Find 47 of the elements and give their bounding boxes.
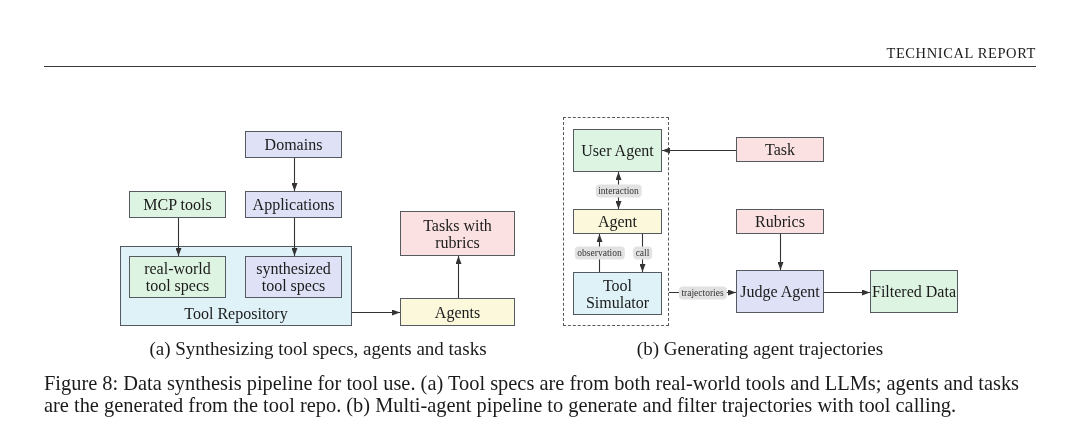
process-box [573, 209, 662, 234]
node-label: Rubrics [755, 213, 805, 230]
node-label: Judge Agent [740, 283, 820, 300]
group-label: Tool Repository [184, 305, 288, 322]
process-box [129, 191, 226, 218]
node-label: Tasks with rubrics [422, 216, 493, 251]
node-label: MCP tools [143, 196, 212, 213]
arrow [455, 255, 462, 299]
arrow [777, 233, 784, 271]
process-box [245, 191, 342, 218]
process-box [736, 270, 824, 313]
figure-caption: Figure 8: Data synthesis pipeline for tool use. (a) Tool specs are from both real-world tools and LLMs; agents and tasks are the generated from the tool repo. (b) Multi-agent pipeline to generate and filter trajectories with tool calling. [44, 372, 1021, 416]
arrow [661, 147, 737, 154]
running-header: TECHNICAL REPORT [886, 45, 1036, 62]
process-box [736, 137, 824, 162]
edge-label: interaction [595, 184, 642, 197]
arrow [351, 309, 401, 316]
edge-label: observation [574, 246, 625, 260]
node-label: User Agent [581, 142, 654, 159]
process-box [245, 131, 342, 158]
process-box [870, 270, 958, 313]
arrow [291, 217, 298, 257]
edge-label: call [632, 246, 653, 260]
process-box [573, 129, 662, 172]
process-box [736, 209, 824, 234]
arrow [175, 217, 182, 257]
node-label: Domains [264, 136, 323, 153]
node-label: Filtered Data [872, 283, 956, 300]
subfigure-caption: (b) Generating agent trajectories [636, 338, 884, 359]
subfigure-caption: (a) Synthesizing tool specs, agents and tasks [149, 338, 487, 359]
node-label: Agents [434, 303, 481, 321]
node-label: Tool Simulator [584, 276, 651, 311]
process-box [400, 298, 515, 326]
node-label: Task [765, 141, 795, 158]
process-box [573, 272, 662, 315]
arrow [823, 289, 871, 296]
process-box [400, 211, 515, 256]
process-box [245, 256, 342, 298]
arrow [291, 157, 298, 192]
node-label: Agent [597, 213, 638, 230]
node-label: real-world tool specs [143, 260, 212, 294]
node-label: synthesized tool specs [255, 260, 332, 294]
dashed-group-frame [563, 117, 669, 326]
node-label: Applications [252, 196, 335, 213]
group-panel [120, 246, 352, 326]
process-box [129, 256, 226, 298]
edge-label: trajectories [678, 286, 727, 299]
